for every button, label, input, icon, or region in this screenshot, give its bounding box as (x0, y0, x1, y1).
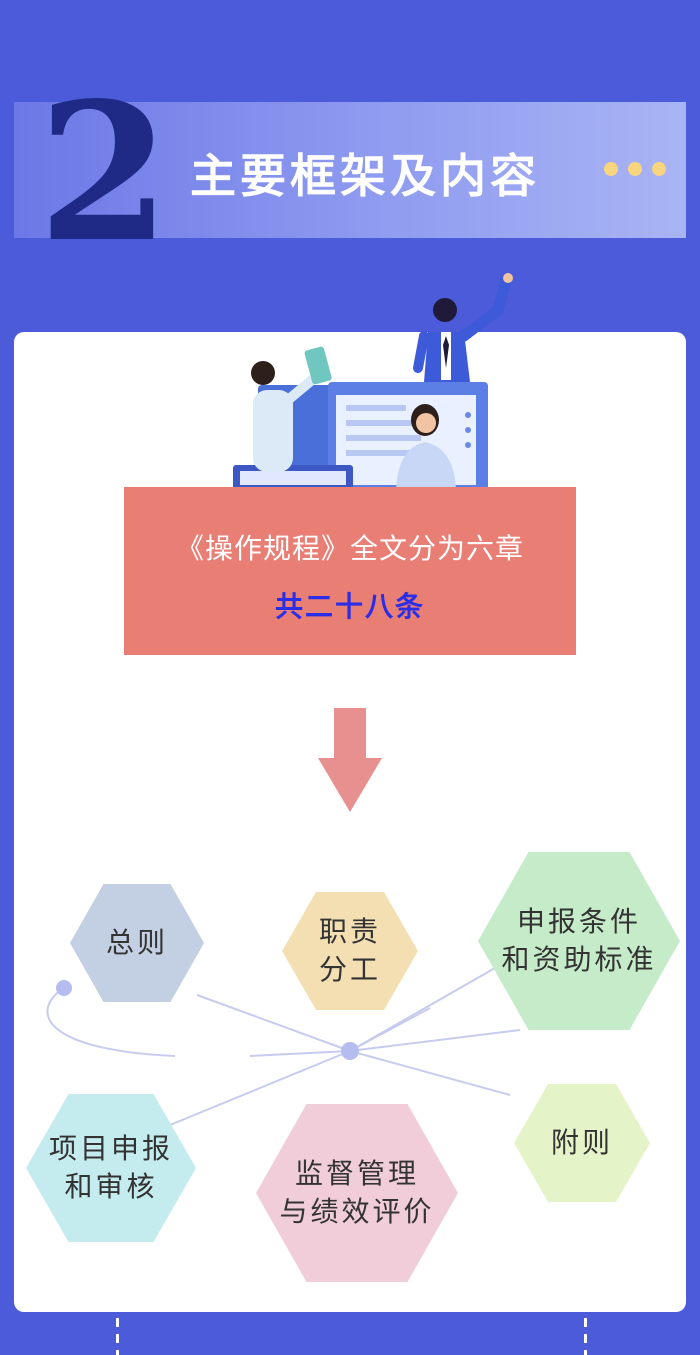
ellipsis-dots-icon (604, 161, 676, 180)
chapter-hexagon: 申报条件 和资助标准 (478, 852, 680, 1030)
chapter-label: 总则 (105, 926, 168, 960)
office-team-illustration (233, 273, 513, 490)
section-number: 2 (38, 61, 171, 284)
chapter-hexagon: 总则 (70, 884, 204, 1002)
chapter-label: 职责 分工 (318, 915, 381, 986)
down-arrow-icon (318, 708, 382, 812)
chapter-label: 监督管理 与绩效评价 (279, 1157, 435, 1228)
dashed-divider (116, 1318, 119, 1355)
section-banner (14, 102, 686, 238)
summary-box: 《操作规程》全文分为六章 共二十八条 (124, 487, 576, 655)
section-title: 主要框架及内容 (190, 149, 540, 203)
dashed-divider (584, 1318, 587, 1355)
chapter-label: 附则 (550, 1126, 613, 1160)
chapter-label: 申报条件 和资助标准 (501, 905, 657, 976)
chapter-label: 项目申报 和审核 (48, 1132, 173, 1203)
summary-line: 《操作规程》全文分为六章 (175, 532, 524, 565)
chapter-hexagon: 职责 分工 (282, 892, 418, 1010)
summary-highlight: 共二十八条 (274, 590, 425, 623)
